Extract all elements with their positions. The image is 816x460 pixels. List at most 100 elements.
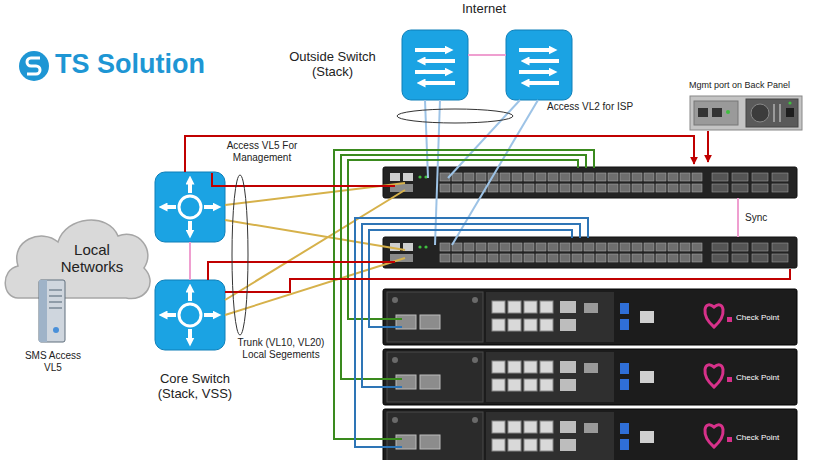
- qsfp-port: [732, 254, 748, 262]
- mgmt-port: [403, 173, 413, 181]
- upper-gateway-wires: [334, 150, 594, 439]
- server-icon-part: [39, 280, 47, 342]
- sfp-port: [632, 173, 642, 181]
- core-switch-icon-part: [204, 205, 217, 209]
- gateway-appliance-part: [620, 423, 629, 434]
- sfp-port: [584, 243, 594, 251]
- management-wires-part: [185, 136, 694, 172]
- rj45-port: [540, 439, 553, 451]
- rj45-port: [508, 379, 521, 391]
- sfp-port: [572, 184, 582, 192]
- sfp-port: [536, 184, 546, 192]
- gateway-appliance-part: [383, 289, 797, 345]
- rj45-port: [540, 361, 553, 373]
- gateway-appliance-part: [486, 292, 614, 342]
- vendor-logo: [705, 425, 723, 447]
- vlan-note: Access VL2 for ISP: [546, 101, 634, 113]
- gateway-appliance: [383, 349, 797, 405]
- link-label: Sync: [744, 212, 768, 224]
- core-switch-icon-part: [204, 313, 217, 317]
- qsfp-port: [772, 243, 788, 251]
- sfp-port: [464, 184, 474, 192]
- rj45-port: [540, 319, 553, 331]
- sfp-port: [584, 173, 594, 181]
- qsfp-port: [712, 254, 728, 262]
- outside-switch-icon: [506, 30, 572, 100]
- outside-switch-icon-part: [402, 30, 468, 100]
- sfp-port: [536, 254, 546, 262]
- gateway-appliance-part: [640, 371, 654, 383]
- node-label: Check Point: [736, 313, 779, 322]
- core-switch-stack: Core Switch (Stack, VSS): [140, 168, 250, 408]
- sfp-port: [632, 243, 642, 251]
- rj45-port: [524, 319, 537, 331]
- sfp-port: [596, 243, 606, 251]
- sfp-port: [608, 184, 618, 192]
- qsfp-port: [752, 173, 768, 181]
- gateway-appliance-part: [392, 417, 398, 423]
- sfp-port: [584, 254, 594, 262]
- qsfp-port: [752, 184, 768, 192]
- sfp-port: [680, 173, 690, 181]
- server-icon-part: [39, 280, 65, 342]
- qsfp-port: [772, 184, 788, 192]
- status-led: [418, 175, 421, 178]
- sfp-port: [500, 184, 510, 192]
- sfp-port: [572, 173, 582, 181]
- rj45-port: [492, 361, 505, 373]
- sfp-port: [668, 173, 678, 181]
- node-label: Check Point: [736, 433, 779, 442]
- rj45-port: [540, 301, 553, 313]
- upper-gateway-wires-part: [334, 150, 594, 439]
- sfp-port: [500, 243, 510, 251]
- server-icon-part: [49, 295, 62, 297]
- sfp-port: [584, 184, 594, 192]
- sfp-port: [656, 243, 666, 251]
- gateway-appliance-part: [584, 303, 598, 313]
- mgmt-port: [390, 173, 400, 181]
- core-switch-icon-part: [179, 196, 201, 218]
- management-wires: [185, 131, 790, 292]
- gateway-appliance-part: [620, 379, 629, 390]
- sfp-port: [620, 243, 630, 251]
- sfp-port: [440, 254, 450, 262]
- server-icon-part: [49, 301, 62, 303]
- status-led: [418, 245, 421, 248]
- node-label: Core Switch (Stack, VSS): [145, 372, 245, 402]
- gateway-appliance-part: [420, 315, 440, 329]
- sfp-port: [476, 254, 486, 262]
- bundle-bracket: [232, 175, 248, 335]
- core-switch-icon: [155, 280, 225, 350]
- gateway-appliance-part: [392, 297, 398, 303]
- sfp-port: [512, 243, 522, 251]
- rj45-port: [508, 319, 521, 331]
- gateway-appliance-part: [392, 357, 398, 363]
- mgmt-back-panel-part: [690, 96, 802, 130]
- gateway-appliance-part: [620, 439, 629, 450]
- isp-wires-part: [425, 100, 428, 178]
- gateway-appliance-part: [584, 423, 598, 433]
- mgmt-back-panel-part: [773, 104, 775, 122]
- lower-gateway-wires: [355, 218, 588, 447]
- gateway-appliance-part: [387, 412, 483, 460]
- core-switch-icon-part: [155, 280, 225, 350]
- qsfp-port: [712, 243, 728, 251]
- outside-switch-icon-part: [421, 59, 455, 63]
- sfp-port: [512, 173, 522, 181]
- sfp-port: [512, 254, 522, 262]
- rj45-port: [492, 301, 505, 313]
- qsfp-port: [732, 173, 748, 181]
- gateway-appliance: Check Point: [383, 409, 797, 460]
- qsfp-port: [772, 173, 788, 181]
- upper-gateway-wires-part: [348, 160, 578, 319]
- node-label: Check Point: [736, 373, 779, 382]
- server: SMS Access VL5: [22, 278, 86, 378]
- sfp-port: [596, 254, 606, 262]
- gateway-appliance-part: [640, 311, 654, 323]
- sfp-port: [464, 254, 474, 262]
- sfp-port: [608, 254, 618, 262]
- sfp-port: [500, 173, 510, 181]
- sfp-port: [488, 254, 498, 262]
- outside-switch-icon-part: [421, 81, 455, 85]
- server-icon-part: [53, 327, 59, 333]
